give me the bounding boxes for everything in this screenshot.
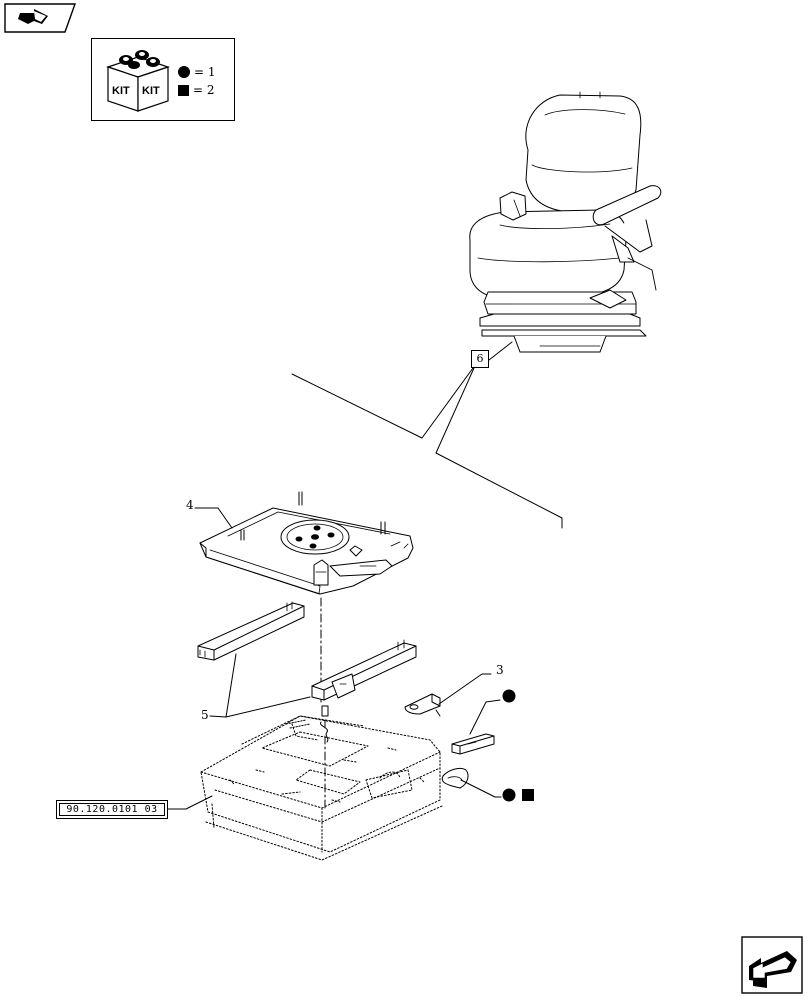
callout-bracket[interactable]: 3 bbox=[496, 663, 504, 677]
callout-swivel-plate[interactable]: 4 bbox=[186, 498, 194, 512]
leader-line-6 bbox=[488, 341, 513, 361]
leader-line-5 bbox=[209, 653, 237, 718]
lever-part bbox=[451, 733, 495, 755]
seat-illustration bbox=[469, 91, 662, 353]
leader-line-4 bbox=[194, 507, 233, 529]
rail-right bbox=[311, 639, 417, 701]
legend-circle-row: = 1 bbox=[178, 65, 216, 79]
kit-label-right: KIT bbox=[142, 85, 160, 97]
legend-square-label: = 2 bbox=[193, 83, 215, 97]
reference-code-label: 90.120.0101 03 bbox=[66, 804, 158, 815]
leader-line-knob bbox=[460, 779, 502, 798]
legend-circle-label: = 1 bbox=[194, 65, 216, 79]
rail-left bbox=[197, 601, 305, 661]
arrow-next-icon[interactable] bbox=[741, 936, 803, 994]
kit-legend: KIT KIT = 1 = 2 bbox=[91, 38, 235, 121]
lever-circle-icon bbox=[502, 689, 516, 703]
arrow-prev-icon[interactable] bbox=[4, 3, 76, 33]
leader-line-5b bbox=[225, 696, 311, 718]
swivel-plate bbox=[199, 491, 414, 595]
leader-line-6a bbox=[291, 367, 474, 439]
callout-seat-assembly[interactable]: 6 bbox=[471, 350, 489, 368]
knob-circle-icon bbox=[502, 788, 516, 802]
square-icon bbox=[178, 84, 189, 96]
kit-box-icon: KIT KIT bbox=[106, 50, 170, 112]
bracket-part bbox=[404, 693, 441, 717]
leader-line-6b bbox=[435, 367, 563, 529]
leader-line-lever bbox=[469, 699, 501, 735]
callout-rails[interactable]: 5 bbox=[201, 708, 209, 722]
circle-icon bbox=[178, 66, 190, 78]
leader-line-ref bbox=[167, 795, 213, 810]
legend-square-row: = 2 bbox=[178, 83, 215, 97]
reference-code-box[interactable]: 90.120.0101 03 bbox=[56, 800, 168, 819]
center-line bbox=[320, 597, 326, 811]
suspension-base-dotted bbox=[200, 715, 443, 861]
kit-label-left: KIT bbox=[112, 85, 130, 97]
knob-part bbox=[441, 767, 469, 789]
knob-square-icon bbox=[522, 789, 534, 801]
spring-dotted bbox=[285, 719, 311, 729]
leader-line-3 bbox=[438, 673, 492, 705]
bolt bbox=[320, 705, 329, 743]
